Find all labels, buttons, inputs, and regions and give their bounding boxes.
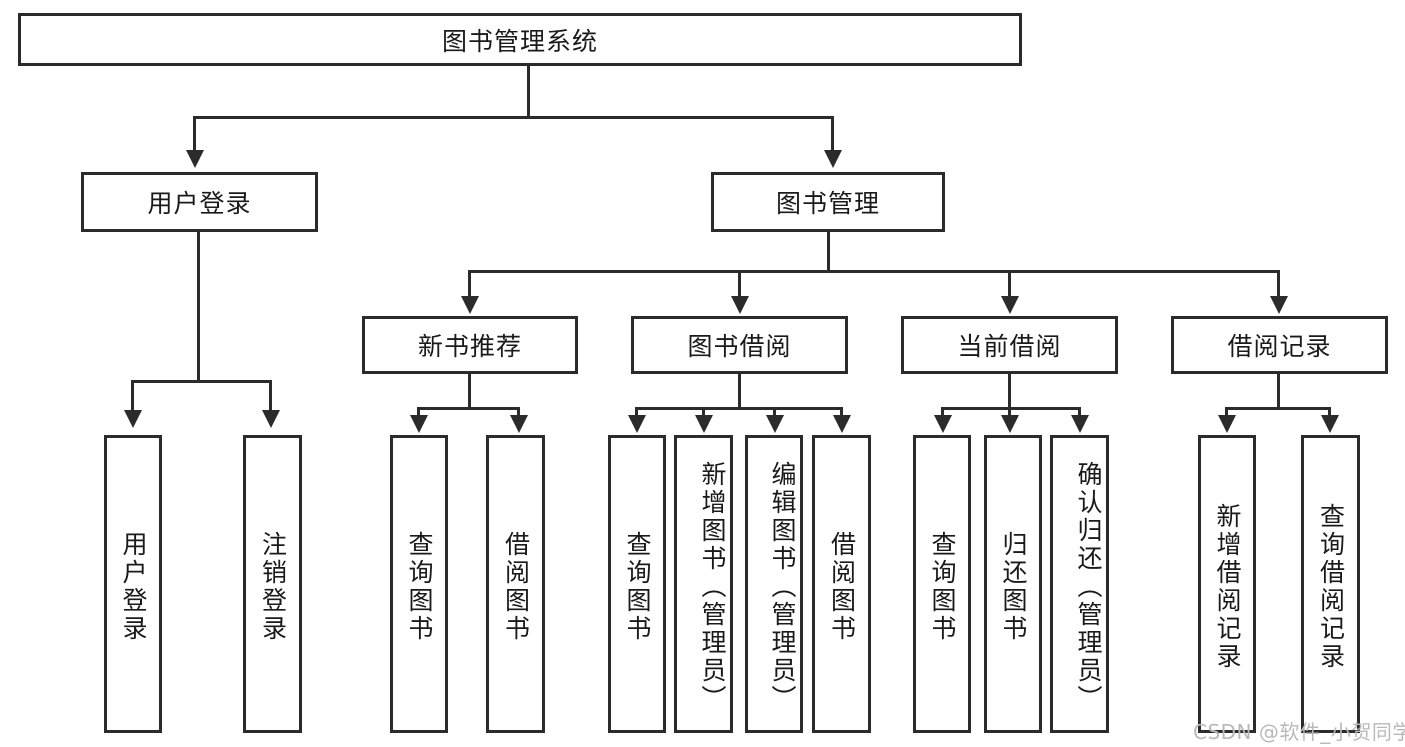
edge-book-borrow-stem bbox=[738, 374, 741, 407]
leaf-user-login-logout[interactable]: 注销登录 bbox=[243, 435, 302, 733]
arrow-new-book-leaf-2 bbox=[510, 415, 528, 433]
edge-user-login-stem bbox=[197, 232, 200, 380]
edge-book-mgmt-drop-1 bbox=[468, 270, 471, 298]
arrow-new-book-leaf-1 bbox=[410, 415, 428, 433]
node-book-management[interactable]: 图书管理 bbox=[711, 172, 945, 232]
edge-new-book-stem bbox=[468, 374, 471, 407]
edge-book-borrow-drop-2 bbox=[702, 407, 705, 419]
arrow-borrow-record-leaf-1 bbox=[1218, 415, 1236, 433]
node-borrow-record[interactable]: 借阅记录 bbox=[1171, 316, 1388, 374]
edge-root-stem bbox=[527, 66, 530, 116]
edge-book-borrow-drop-3 bbox=[773, 407, 776, 419]
leaf-current-borrow-query-book[interactable]: 查询图书 bbox=[913, 435, 971, 733]
node-current-borrow[interactable]: 当前借阅 bbox=[901, 316, 1118, 374]
csdn-watermark: CSDN @软件_小贺同学 bbox=[1193, 720, 1405, 744]
edge-borrow-record-stem bbox=[1277, 374, 1280, 407]
arrow-current-borrow-leaf-1 bbox=[934, 415, 952, 433]
edge-borrow-record-drop-2 bbox=[1328, 407, 1331, 419]
edge-book-mgmt-bus bbox=[468, 270, 1280, 273]
edge-current-borrow-drop-2 bbox=[1008, 407, 1011, 419]
leaf-borrow-record-add-record[interactable]: 新增借阅记录 bbox=[1198, 435, 1256, 733]
arrow-book-mgmt-to-borrow bbox=[731, 296, 749, 314]
arrow-user-login-leaf-2 bbox=[262, 410, 280, 428]
node-book-borrow[interactable]: 图书借阅 bbox=[631, 316, 848, 374]
edge-current-borrow-bus bbox=[941, 407, 1081, 410]
arrow-book-mgmt-to-record bbox=[1270, 296, 1288, 314]
arrow-root-to-book-mgmt bbox=[824, 150, 842, 168]
edge-root-to-user-login bbox=[193, 116, 196, 152]
arrow-current-borrow-leaf-2 bbox=[1001, 415, 1019, 433]
leaf-new-book-borrow-book[interactable]: 借阅图书 bbox=[486, 435, 545, 733]
arrow-current-borrow-leaf-3 bbox=[1071, 415, 1089, 433]
node-root-system[interactable]: 图书管理系统 bbox=[18, 13, 1022, 66]
edge-new-book-drop-1 bbox=[417, 407, 420, 419]
leaf-user-login-login[interactable]: 用户登录 bbox=[104, 435, 162, 733]
edge-book-mgmt-drop-4 bbox=[1277, 270, 1280, 298]
edge-user-login-bus bbox=[131, 380, 271, 383]
edge-current-borrow-drop-1 bbox=[941, 407, 944, 419]
leaf-current-borrow-return-book[interactable]: 归还图书 bbox=[984, 435, 1042, 733]
leaf-book-borrow-add-book[interactable]: 新增图书（管理员） bbox=[674, 435, 733, 733]
edge-borrow-record-drop-1 bbox=[1225, 407, 1228, 419]
arrow-borrow-record-leaf-2 bbox=[1321, 415, 1339, 433]
edge-book-mgmt-drop-3 bbox=[1008, 270, 1011, 298]
edge-book-mgmt-drop-2 bbox=[738, 270, 741, 298]
arrow-book-borrow-leaf-3 bbox=[766, 415, 784, 433]
leaf-book-borrow-borrow-book[interactable]: 借阅图书 bbox=[812, 435, 871, 733]
edge-book-borrow-drop-4 bbox=[840, 407, 843, 419]
arrow-book-borrow-leaf-1 bbox=[628, 415, 646, 433]
arrow-book-borrow-leaf-2 bbox=[695, 415, 713, 433]
arrow-user-login-leaf-1 bbox=[124, 410, 142, 428]
edge-user-login-drop-2 bbox=[269, 380, 272, 412]
node-new-book-recommend[interactable]: 新书推荐 bbox=[362, 316, 578, 374]
edge-current-borrow-drop-3 bbox=[1078, 407, 1081, 419]
node-user-login[interactable]: 用户登录 bbox=[81, 172, 318, 232]
edge-root-to-book-mgmt bbox=[831, 116, 834, 152]
edge-user-login-drop-1 bbox=[131, 380, 134, 412]
edge-root-bus bbox=[193, 116, 834, 119]
leaf-book-borrow-query-book[interactable]: 查询图书 bbox=[608, 435, 666, 733]
edge-new-book-bus bbox=[417, 407, 520, 410]
arrow-book-mgmt-to-current bbox=[1001, 296, 1019, 314]
leaf-book-borrow-edit-book[interactable]: 编辑图书（管理员） bbox=[745, 435, 803, 733]
arrow-book-mgmt-to-new-book bbox=[461, 296, 479, 314]
edge-book-mgmt-stem bbox=[827, 232, 830, 270]
leaf-new-book-query-book[interactable]: 查询图书 bbox=[390, 435, 448, 733]
arrow-book-borrow-leaf-4 bbox=[833, 415, 851, 433]
arrow-root-to-user-login bbox=[186, 150, 204, 168]
edge-current-borrow-stem bbox=[1008, 374, 1011, 407]
leaf-current-borrow-confirm-return[interactable]: 确认归还（管理员） bbox=[1050, 435, 1109, 733]
edge-book-borrow-drop-1 bbox=[635, 407, 638, 419]
edge-borrow-record-bus bbox=[1225, 407, 1331, 410]
leaf-borrow-record-query-record[interactable]: 查询借阅记录 bbox=[1301, 435, 1360, 733]
edge-new-book-drop-2 bbox=[517, 407, 520, 419]
edge-book-borrow-bus bbox=[635, 407, 843, 410]
